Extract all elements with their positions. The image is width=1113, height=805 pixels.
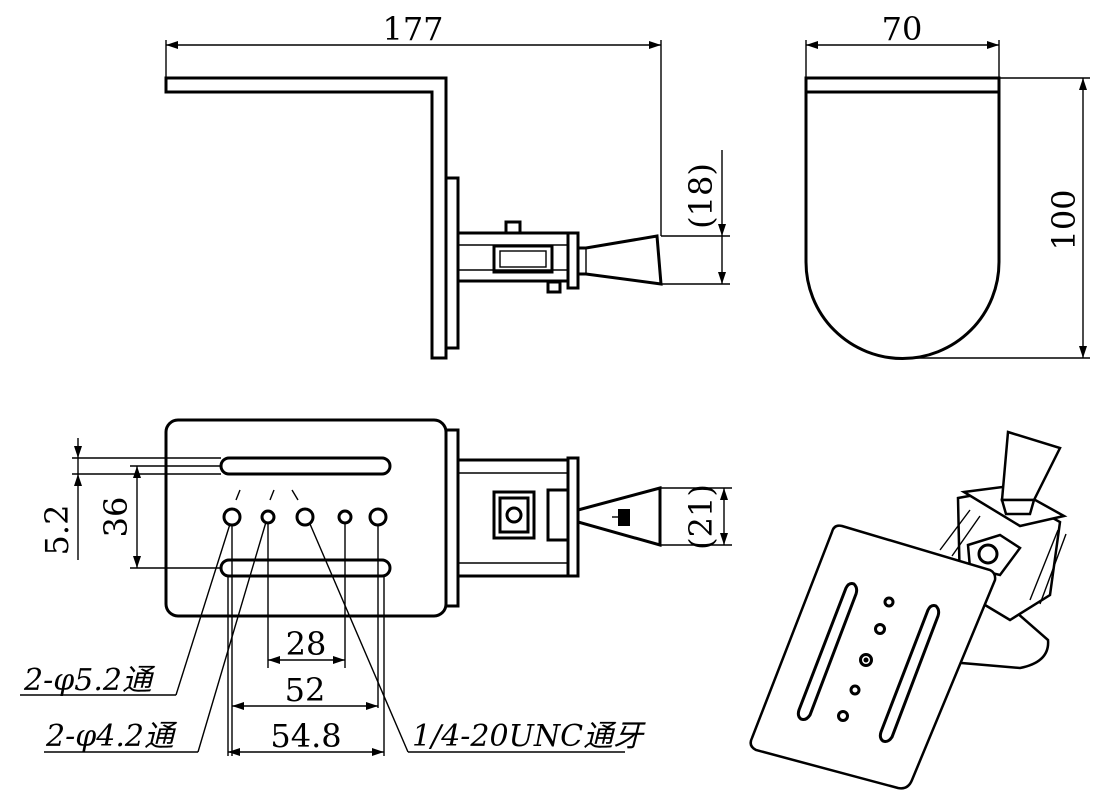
- hole-4-2-right: [337, 509, 353, 525]
- dim-5-2: 5.2: [38, 505, 76, 556]
- mounting-plate: [444, 176, 460, 350]
- iso-base-plate: [749, 524, 997, 790]
- dim-177: 177: [382, 10, 443, 48]
- isometric-view: [749, 430, 1068, 790]
- front-view: 177 (18): [164, 10, 730, 360]
- note-hole-4-2: 2-φ4.2通: [45, 719, 178, 754]
- note-thread: 1/4-20UNC通牙: [412, 719, 646, 754]
- iso-cone: [1000, 430, 1062, 502]
- note-hole-5-2: 2-φ5.2通: [23, 663, 156, 698]
- dim-52: 52: [285, 671, 326, 709]
- hole-5-2-right: [368, 507, 388, 527]
- dim-54-8: 54.8: [270, 717, 341, 755]
- hole-4-2-left: [260, 509, 276, 525]
- clamp-knob: [492, 490, 536, 540]
- dim-18: (18): [682, 163, 720, 229]
- dim-100: 100: [1045, 189, 1083, 250]
- slot-lower: [219, 558, 392, 578]
- side-view: 70 100: [804, 10, 1090, 360]
- slot-upper: [219, 456, 392, 476]
- hole-5-2-left: [222, 507, 242, 527]
- side-plate: [804, 76, 1001, 360]
- dim-28: 28: [286, 625, 327, 663]
- cone-antenna: [576, 234, 663, 286]
- dim-21: (21): [682, 484, 720, 550]
- clamp-frame: [456, 458, 570, 578]
- threaded-hole: [295, 507, 315, 527]
- dim-70: 70: [882, 10, 923, 48]
- dim-36: 36: [97, 497, 135, 538]
- l-bracket: [164, 76, 448, 360]
- base-plate: [164, 418, 448, 618]
- top-view: (21) 5.2 36 28 52 54.8: [20, 418, 732, 756]
